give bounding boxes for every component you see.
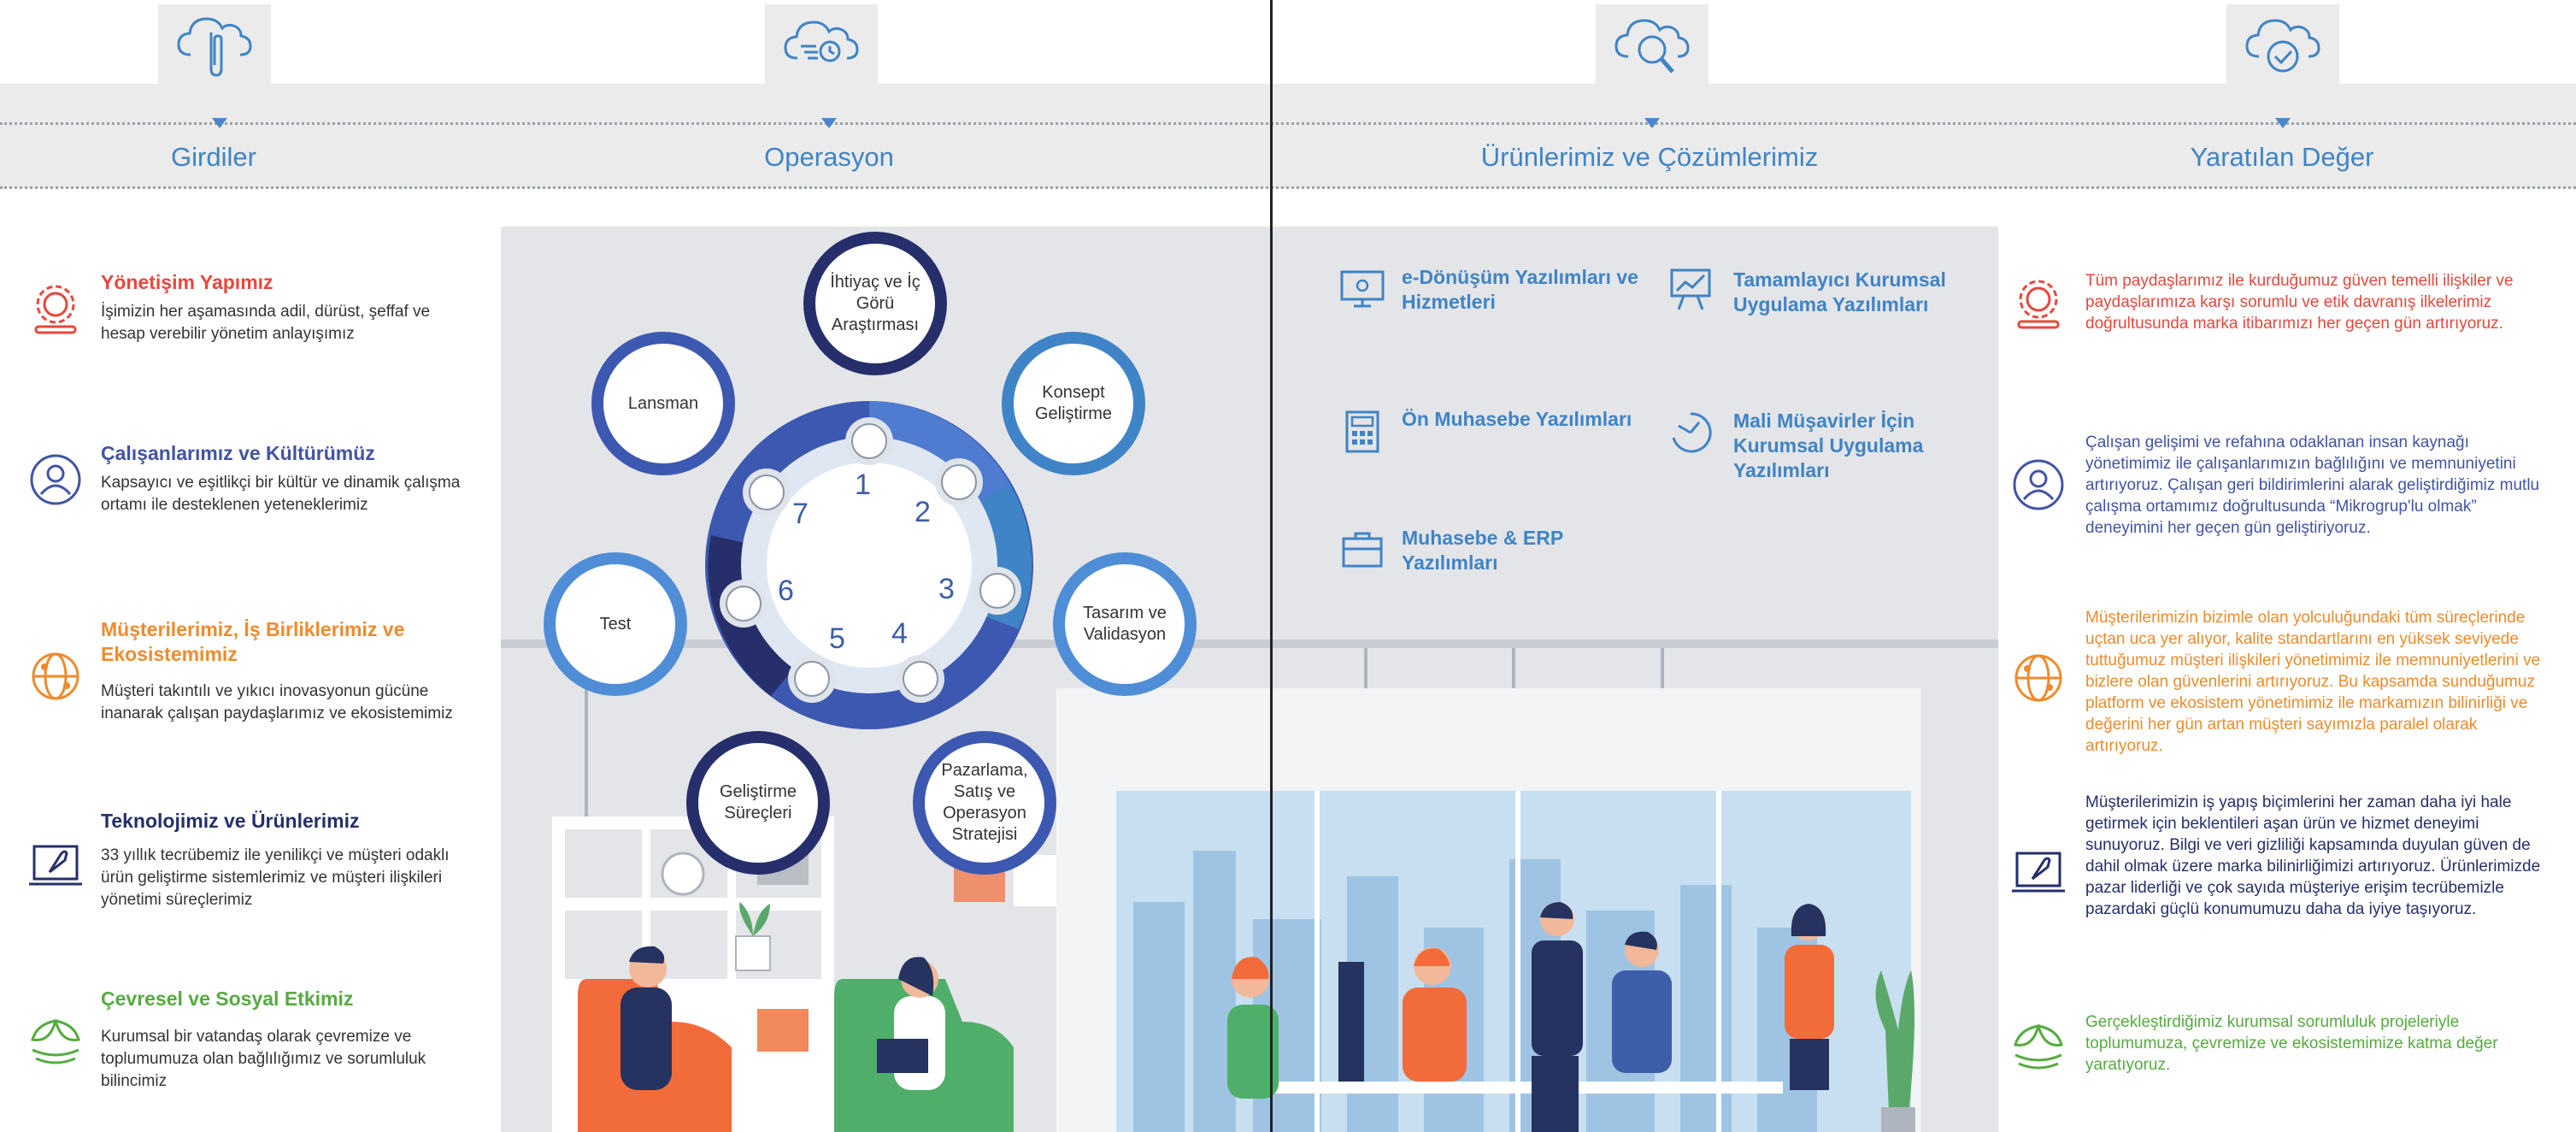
operation-header-icon-box bbox=[765, 4, 878, 86]
cloud-paperclip-icon bbox=[177, 17, 252, 77]
cloud-check-icon bbox=[2245, 19, 2320, 73]
process-cycle-wheel bbox=[705, 401, 1033, 729]
cycle-step-label: Tasarım ve Validasyon bbox=[1083, 604, 1167, 644]
input-title: Yönetişim Yapımız bbox=[101, 271, 273, 293]
briefcase-icon bbox=[1342, 532, 1383, 568]
inputs-column-title: Girdiler bbox=[171, 142, 256, 172]
leaf-hand-icon bbox=[31, 1019, 80, 1064]
inputs-pointer bbox=[212, 118, 227, 128]
globe-network-icon bbox=[32, 652, 79, 700]
value-column-title: Yaratılan Değer bbox=[2190, 142, 2374, 172]
cycle-step-label: Geliştirme Süreçleri bbox=[719, 782, 797, 822]
value-card-governance bbox=[1998, 227, 2576, 381]
leaf-hand-icon bbox=[2014, 1024, 2063, 1070]
chart-board-icon bbox=[1670, 268, 1711, 310]
cycle-step-research: İhtiyaç ve İç Görü Araştırması bbox=[803, 232, 947, 375]
calculator-icon bbox=[1345, 410, 1379, 453]
value-text: Tüm paydaşlarımız ile kurduğumuz güven t… bbox=[2085, 272, 2514, 333]
cycle-step-development: Geliştirme Süreçleri bbox=[686, 731, 830, 875]
header-band bbox=[0, 84, 2576, 188]
globe-network-icon bbox=[2014, 654, 2062, 702]
value-card-technology bbox=[1998, 783, 2576, 951]
products-column-title: Ürünlerimiz ve Çözümlerimiz bbox=[1480, 142, 1819, 172]
cycle-icon bbox=[1672, 412, 1712, 453]
input-title: Çalışanlarımız ve Kültürümüz bbox=[101, 442, 375, 464]
cycle-step-label: İhtiyaç ve İç Görü Araştırması bbox=[830, 272, 920, 334]
cycle-number-1: 1 bbox=[855, 469, 871, 501]
center-divider-line bbox=[1270, 0, 1273, 1132]
person-icon bbox=[2013, 459, 2064, 510]
input-card-technology: Teknolojimiz ve Ürünlerimiz 33 yıllık te… bbox=[10, 783, 499, 951]
divider-dotted-bottom bbox=[0, 186, 2576, 189]
value-text: Müşterilerimizin iş yapış biçimlerini he… bbox=[2085, 793, 2541, 918]
input-description: Müşteri takıntılı ve yıkıcı inovasyonun … bbox=[101, 682, 453, 722]
cloud-search-icon bbox=[1614, 19, 1690, 74]
gear-icon bbox=[34, 285, 77, 334]
rocket-laptop-icon bbox=[29, 845, 82, 886]
divider-dotted-top bbox=[0, 122, 2576, 125]
cycle-step-design: Tasarım ve Validasyon bbox=[1053, 552, 1197, 696]
cloud-process-icon bbox=[784, 21, 859, 62]
cycle-number-7: 7 bbox=[792, 498, 809, 530]
value-text: Müşterilerimizin bizimle olan yolculuğun… bbox=[2085, 609, 2541, 755]
value-pointer bbox=[2275, 118, 2291, 128]
cycle-step-label: Test bbox=[599, 614, 632, 634]
product-accounting-erp: Muhasebe & ERP Yazılımları bbox=[1402, 527, 1563, 574]
cycle-step-test: Test bbox=[544, 552, 687, 696]
product-e-transformation: e-Dönüşüm Yazılımları ve Hizmetleri bbox=[1402, 266, 1638, 313]
input-title: Çevresel ve Sosyal Etkimiz bbox=[101, 988, 354, 1010]
monitor-at-icon bbox=[1340, 270, 1385, 308]
input-description: Kapsayıcı ve eşitlikçi bir kültür ve din… bbox=[101, 474, 461, 514]
cycle-step-marketing: Pazarlama, Satış ve Operasyon Stratejisi bbox=[913, 731, 1056, 875]
value-card-customers bbox=[1998, 592, 2576, 765]
value-header-icon-box bbox=[2226, 4, 2339, 86]
input-card-environment: Çevresel ve Sosyal Etkimiz Kurumsal bir … bbox=[10, 966, 499, 1132]
products-pointer bbox=[1644, 118, 1660, 128]
cycle-step-label: Pazarlama, Satış ve Operasyon Stratejisi bbox=[941, 761, 1028, 844]
rocket-laptop-icon bbox=[2012, 852, 2065, 893]
inputs-header-icon-box bbox=[158, 4, 271, 86]
gear-icon bbox=[2017, 280, 2060, 329]
product-pre-accounting: Ön Muhasebe Yazılımları bbox=[1402, 408, 1632, 430]
cycle-number-6: 6 bbox=[778, 575, 794, 607]
cycle-number-4: 4 bbox=[891, 617, 908, 650]
operation-column-title: Operasyon bbox=[764, 142, 894, 172]
input-title: Müşterilerimiz, İş Birliklerimiz ve Ekos… bbox=[101, 618, 405, 665]
input-title: Teknolojimiz ve Ürünlerimiz bbox=[101, 810, 360, 832]
operation-pointer bbox=[821, 118, 837, 128]
input-card-customers: Müşterilerimiz, İş Birliklerimiz ve Ekos… bbox=[10, 592, 499, 765]
input-card-employees: Çalışanlarımız ve Kültürümüz Kapsayıcı v… bbox=[10, 398, 499, 571]
cycle-step-concept: Konsept Geliştirme bbox=[1002, 332, 1145, 475]
office-illustration bbox=[501, 640, 1998, 1132]
product-financial-advisors: Mali Müşavirler İçin Kurumsal Uygulama Y… bbox=[1733, 410, 1924, 481]
value-text: Gerçekleştirdiğimiz kurumsal sorumluluk … bbox=[2085, 1013, 2498, 1074]
cycle-number-3: 3 bbox=[938, 573, 955, 605]
cycle-number-2: 2 bbox=[915, 496, 931, 528]
input-description: İşimizin her aşamasında adil, dürüst, şe… bbox=[101, 303, 431, 343]
product-complementary-enterprise: Tamamlayıcı Kurumsal Uygulama Yazılımlar… bbox=[1733, 268, 1946, 315]
cycle-step-label: Konsept Geliştirme bbox=[1034, 383, 1112, 423]
person-icon bbox=[30, 454, 81, 505]
value-card-environment bbox=[1998, 966, 2576, 1132]
cycle-number-5: 5 bbox=[829, 622, 845, 655]
value-text: Çalışan gelişimi ve refahına odaklanan i… bbox=[2085, 433, 2540, 537]
cycle-step-label: Lansman bbox=[627, 393, 699, 413]
input-description: 33 yıllık tecrübemiz ile yenilikçi ve mü… bbox=[101, 846, 450, 909]
input-card-governance: Yönetişim Yapımız İşimizin her aşamasınd… bbox=[10, 227, 499, 381]
products-header-icon-box bbox=[1596, 4, 1709, 86]
cycle-step-launch: Lansman bbox=[591, 332, 735, 475]
value-card-employees bbox=[1998, 398, 2576, 571]
input-description: Kurumsal bir vatandaş olarak çevremize v… bbox=[101, 1028, 426, 1090]
